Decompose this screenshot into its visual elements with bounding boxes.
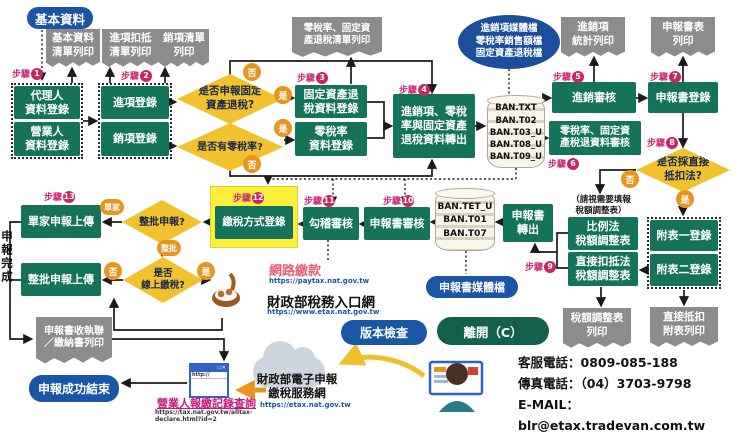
annex2-registration-box: 附表二登錄 (650, 254, 718, 286)
media-files-ellipse: 進銷項媒體檔 零稅率銷售額檔 固定資產退稅檔 (458, 15, 560, 69)
contact-email[interactable]: E-MAIL：blr@etax.tradevan.com.tw (518, 397, 706, 433)
yes-badge: 是 (676, 190, 694, 208)
record-query-url[interactable]: https://tax.nat.gov.tw/alltax-declare.ht… (155, 409, 253, 423)
exit-button[interactable]: 離開（C） (437, 317, 549, 345)
data-export-box: 進銷項、零稅 率與固定資產 退稅資料轉出 (393, 94, 475, 158)
ratio-method-adjust-box: 比例法 稅額調整表 (568, 217, 638, 250)
print-return-forms: 申報書表 列印 (651, 17, 715, 57)
return-export-box: 申報書 轉出 (503, 204, 553, 242)
return-media-pill: 申報書媒體檔 (426, 276, 518, 298)
direct-deduct-adjust-box: 直接扣抵法 稅額調整表 (568, 252, 638, 286)
annex-group (647, 217, 721, 289)
filing-complete-label: 申報完成 (0, 230, 14, 284)
single-badge: 單家 (100, 199, 124, 215)
print-io-statistics: 進銷項 統計列印 (561, 17, 625, 57)
registration-group-2 (98, 83, 172, 159)
zero-fixed-review-box: 零稅率、固定資 產稅退資料審核 (549, 121, 641, 155)
sales-registration-box: 銷項登錄 (101, 122, 169, 156)
fixed-asset-refund-decision: 是否申報固定 資產退稅? (177, 74, 283, 124)
crosscheck-review-box: 勾稽審核 (303, 207, 359, 240)
yes-badge: 是 (274, 86, 292, 104)
start-node: 基本資料 (27, 7, 93, 29)
direct-deduction-decision: 是否採直接 抵扣法? (636, 148, 730, 192)
adjustment-note: （請視需要填報 稅額調整表） (571, 194, 631, 216)
browser-titlebar: ▭✕ (191, 365, 227, 372)
contact-block: 客服電話：0809-085-188 傳真電話：（04）3703-9798 E-M… (518, 352, 738, 436)
print-zero-fixed-list: 零稅率、固定資 產退稅清單列印 (292, 17, 382, 57)
browser-window-icon: ▭✕ http:// (189, 363, 229, 398)
yes-badge: 是 (274, 119, 292, 137)
return-review-box: 申報書審核 (364, 207, 430, 240)
pay-method-registration-box: 繳稅方式登錄 (215, 206, 293, 239)
browser-address: http:// (191, 372, 227, 379)
registration-group-1 (11, 83, 83, 159)
online-pay-decision: 是否 線上繳稅? (123, 257, 203, 303)
no-badge: 否 (243, 155, 261, 173)
agent-registration-box: 代理人 資料登錄 (14, 86, 80, 119)
batch-filing-decision: 整批申報? (122, 200, 202, 244)
batch-badge: 整批 (157, 240, 181, 256)
no-badge: 否 (243, 63, 261, 81)
print-basic-list: 基本資料 清單列印 (46, 29, 100, 67)
io-review-box: 進銷審核 (552, 82, 636, 113)
input-registration-box: 進項登錄 (101, 86, 169, 119)
filing-success-node: 申報成功結束 (29, 375, 119, 402)
yes-badge: 是 (197, 262, 215, 280)
net-pay-link[interactable]: 網路繳款 (269, 264, 322, 279)
print-direct-deduct: 直接抵扣 附表列印 (650, 307, 718, 347)
print-tax-adjust: 稅額調整表 列印 (563, 308, 631, 348)
batch-upload-box: 整批申報上傳 (21, 263, 101, 296)
portal-url[interactable]: https://www.etax.nat.gov.tw (267, 308, 380, 316)
portal-title: 財政部稅務入口網 (267, 295, 375, 311)
no-badge: 否 (621, 170, 639, 188)
service-phone: 客服電話：0809-085-188 (518, 355, 678, 370)
record-query-link[interactable]: 營業人報繳記錄查詢 (157, 397, 256, 410)
etax-site-title: 財政部電子申報 繳稅服務網 (256, 371, 338, 400)
print-input-deduct-list: 進項扣抵 清單列印 (102, 29, 159, 67)
print-receipt: 申報書收執聯 ／繳納書列印 (36, 317, 112, 364)
zero-rate-registration-box: 零稅率 資料登錄 (295, 122, 367, 156)
zero-rate-decision: 是否有零稅率? (177, 123, 283, 171)
print-sales-list: 銷項清單 列印 (159, 29, 209, 67)
no-badge: 否 (104, 262, 122, 280)
fax-number: 傳真電話：（04）3703-9798 (518, 376, 692, 391)
net-pay-url[interactable]: https://paytax.nat.gov.tw (269, 277, 370, 285)
user-at-computer-icon (428, 360, 484, 412)
version-check-button[interactable]: 版本檢查 (341, 320, 427, 345)
business-registration-box: 營業人 資料登錄 (14, 122, 80, 156)
cloud-icon (253, 341, 325, 388)
etax-url[interactable]: https://etax.nat.gov.tw (260, 401, 351, 409)
annex1-registration-box: 附表一登錄 (650, 220, 718, 251)
return-registration-box: 申報書登錄 (648, 82, 718, 113)
single-upload-box: 單家申報上傳 (21, 205, 101, 238)
fixed-asset-refund-registration-box: 固定資產退 稅資料登錄 (295, 85, 367, 118)
